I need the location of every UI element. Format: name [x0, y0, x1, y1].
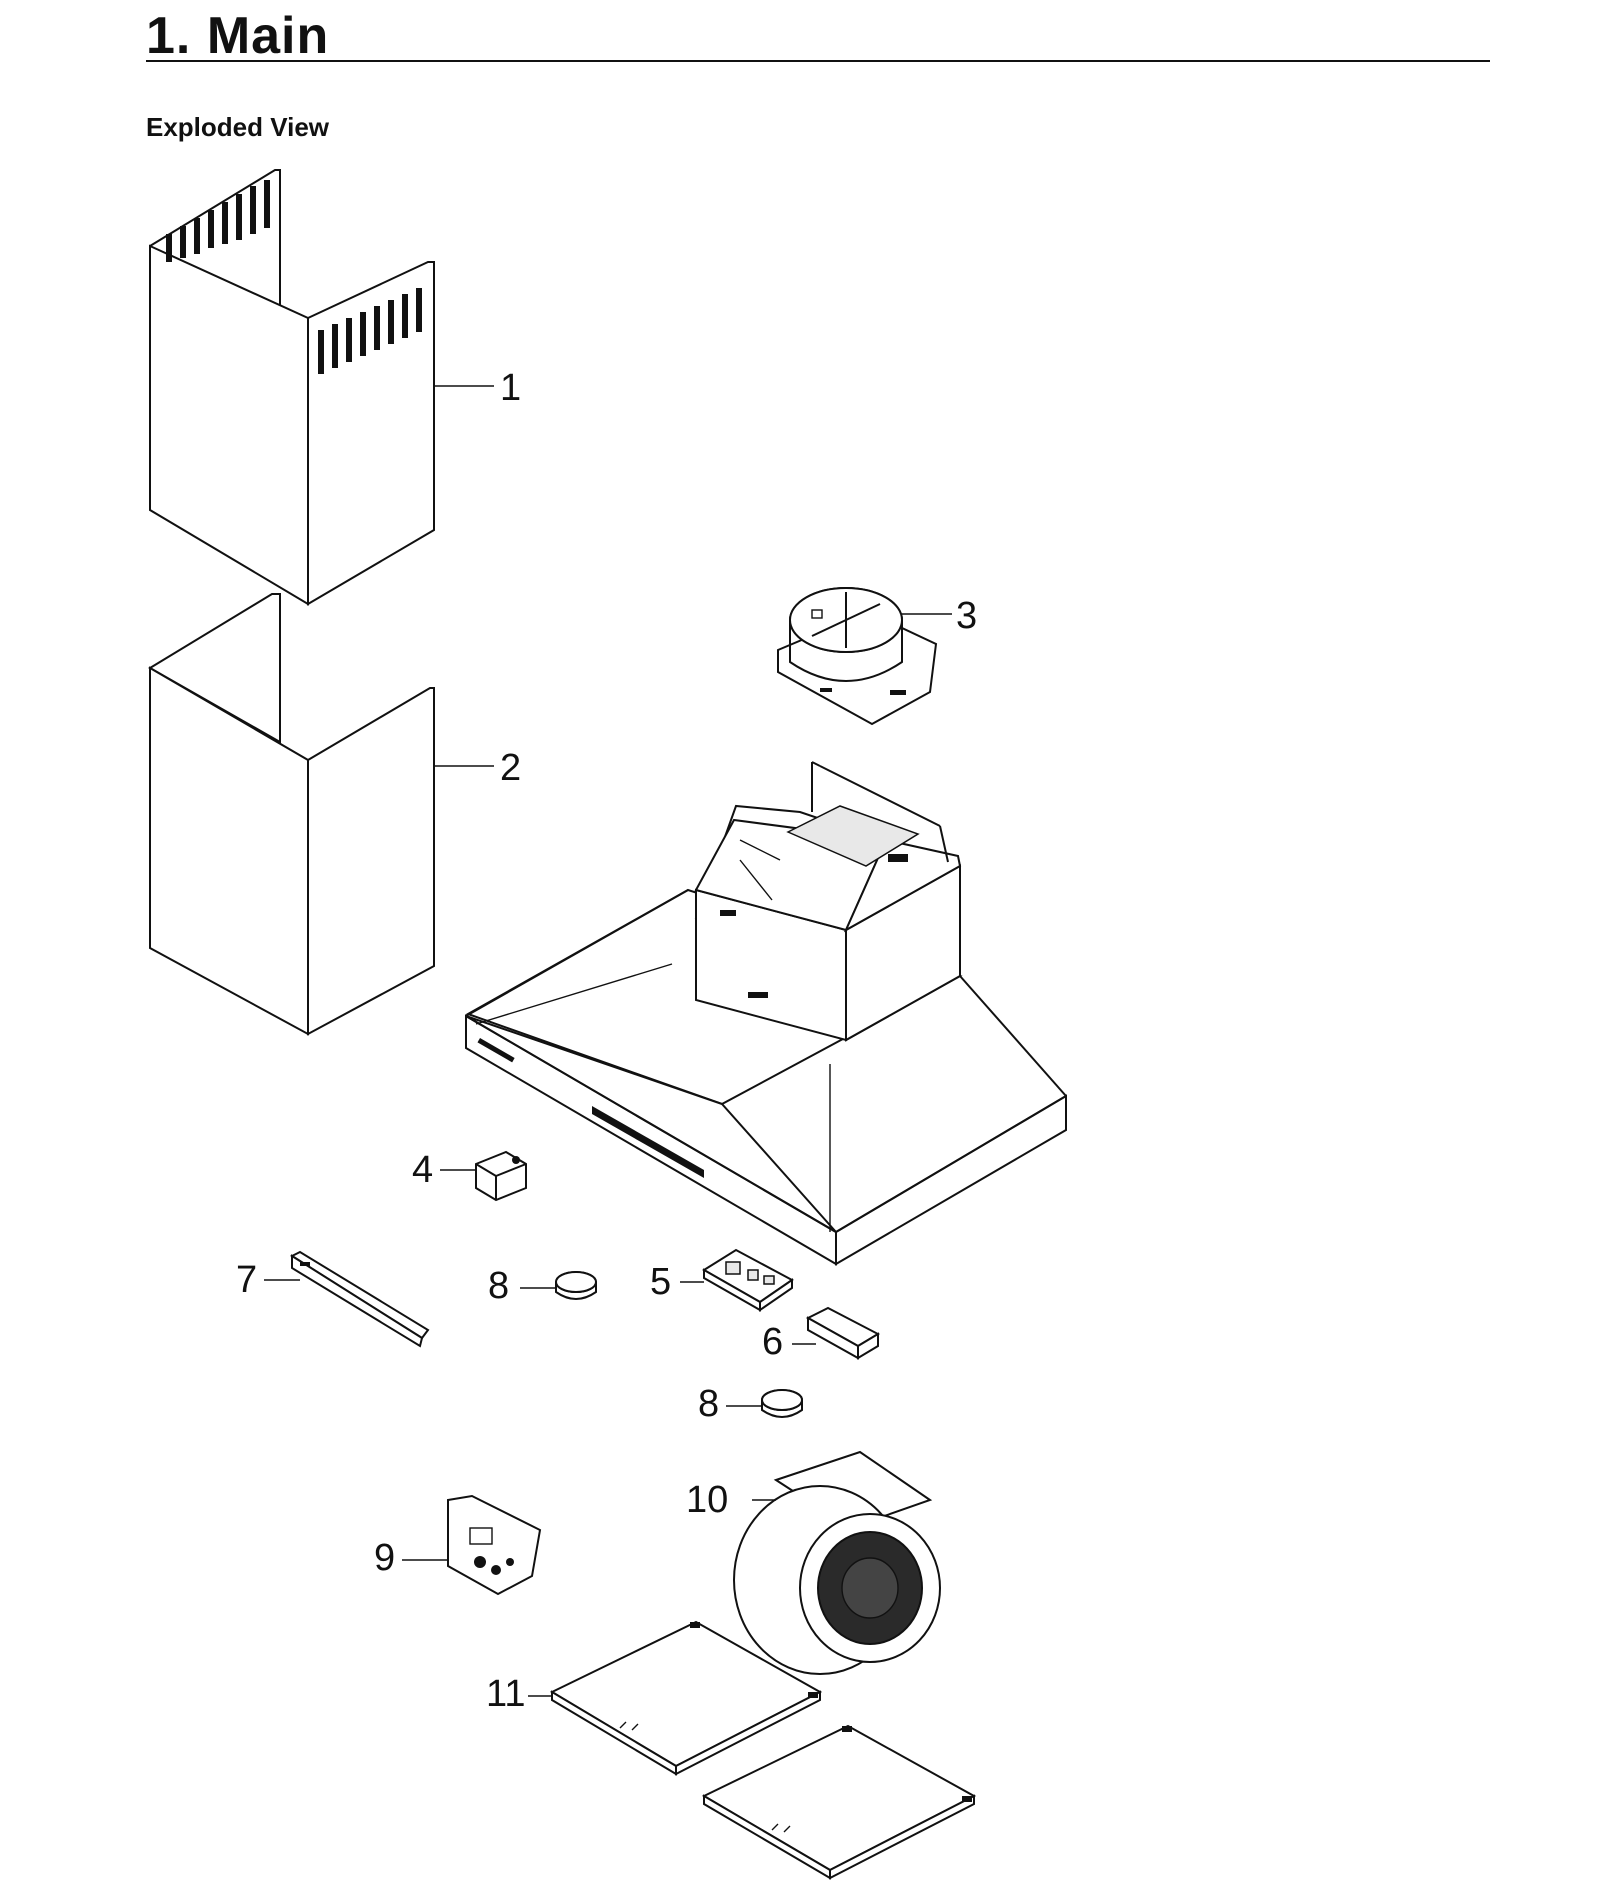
callout-5: 5 — [650, 1261, 671, 1303]
part-8-light-left — [520, 1271, 597, 1300]
part-lower-chimney — [148, 593, 494, 1036]
section-subtitle: Exploded View — [146, 112, 330, 142]
part-hood-body — [465, 761, 1067, 1266]
callout-7: 7 — [236, 1259, 257, 1301]
callout-11: 11 — [486, 1673, 525, 1715]
title-underline — [146, 60, 1490, 62]
section-title: 1. Main — [146, 7, 330, 65]
part-11-filters — [528, 1620, 977, 1880]
part-6-transformer — [792, 1306, 881, 1360]
part-5-pcb — [680, 1248, 794, 1312]
callout-9: 9 — [374, 1537, 395, 1579]
part-upper-chimney — [149, 169, 494, 606]
callout-4: 4 — [412, 1149, 433, 1191]
callout-8-right: 8 — [698, 1383, 719, 1425]
callout-10: 10 — [686, 1479, 728, 1521]
callout-2: 2 — [500, 747, 521, 789]
callout-1: 1 — [500, 367, 521, 409]
part-4-capacitor — [440, 1150, 527, 1202]
part-8-light-right — [726, 1389, 803, 1418]
part-10-blower — [733, 1450, 941, 1675]
callout-8-left: 8 — [488, 1265, 509, 1307]
callout-3: 3 — [956, 595, 977, 637]
part-9-hardware-bag — [402, 1494, 542, 1596]
part-7-control-panel — [264, 1250, 430, 1348]
callout-6: 6 — [762, 1321, 783, 1363]
part-duct-collar — [777, 587, 952, 726]
